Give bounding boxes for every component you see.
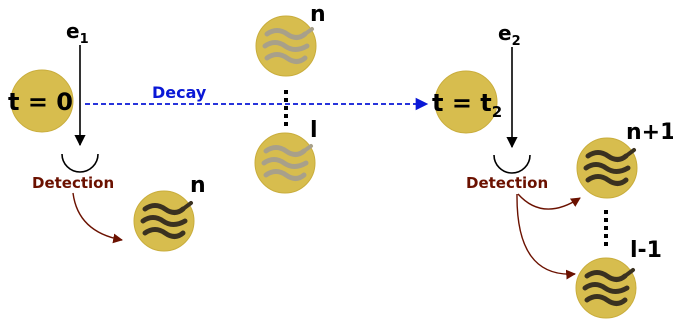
detection-label-1: Detection: [32, 174, 114, 192]
atom-t0: [10, 69, 74, 133]
detector-1-icon: [61, 153, 99, 173]
detection-arrow-1: [72, 192, 123, 244]
state-label-n: n: [310, 2, 326, 27]
time-label-t2: t = t2: [432, 89, 502, 121]
detection-arrow-lower: [516, 193, 576, 280]
state-label-n-result: n: [190, 173, 206, 198]
state-label-l-minus-1: l-1: [630, 238, 662, 263]
vertical-ellipsis-right: [604, 210, 608, 246]
time-label-t0: t = 0: [8, 88, 73, 116]
middle-section: Decay n l: [85, 2, 429, 194]
electron-label-2: e2: [498, 21, 521, 49]
detector-2-icon: [493, 154, 531, 174]
right-section: t = t2 e2 Detection n+1 l-1: [432, 21, 673, 319]
vertical-ellipsis-middle: [284, 90, 288, 126]
state-label-l: l: [310, 118, 318, 143]
waves-faded-icon: [264, 146, 311, 179]
state-label-n-plus-1: n+1: [626, 120, 673, 145]
electron-label-1: e1: [66, 19, 89, 47]
decay-label: Decay: [152, 83, 207, 102]
waves-faded-icon: [265, 29, 312, 62]
atom-t2: [434, 70, 498, 134]
detection-label-2: Detection: [466, 174, 548, 192]
detection-arrow-upper: [517, 193, 581, 210]
left-section: e1 t = 0 Detection n: [8, 19, 206, 252]
